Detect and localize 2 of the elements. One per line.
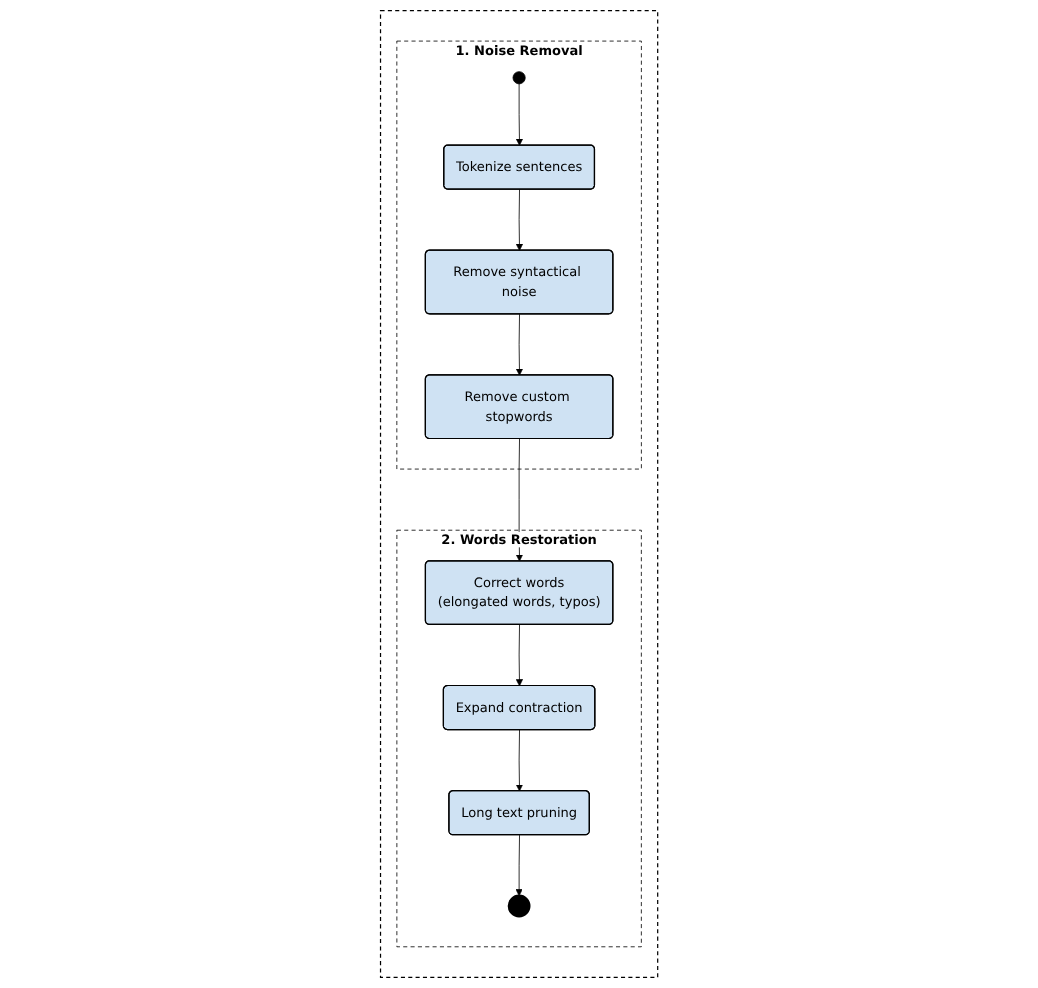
node-circle	[512, 71, 526, 85]
cluster	[379, 9, 659, 979]
